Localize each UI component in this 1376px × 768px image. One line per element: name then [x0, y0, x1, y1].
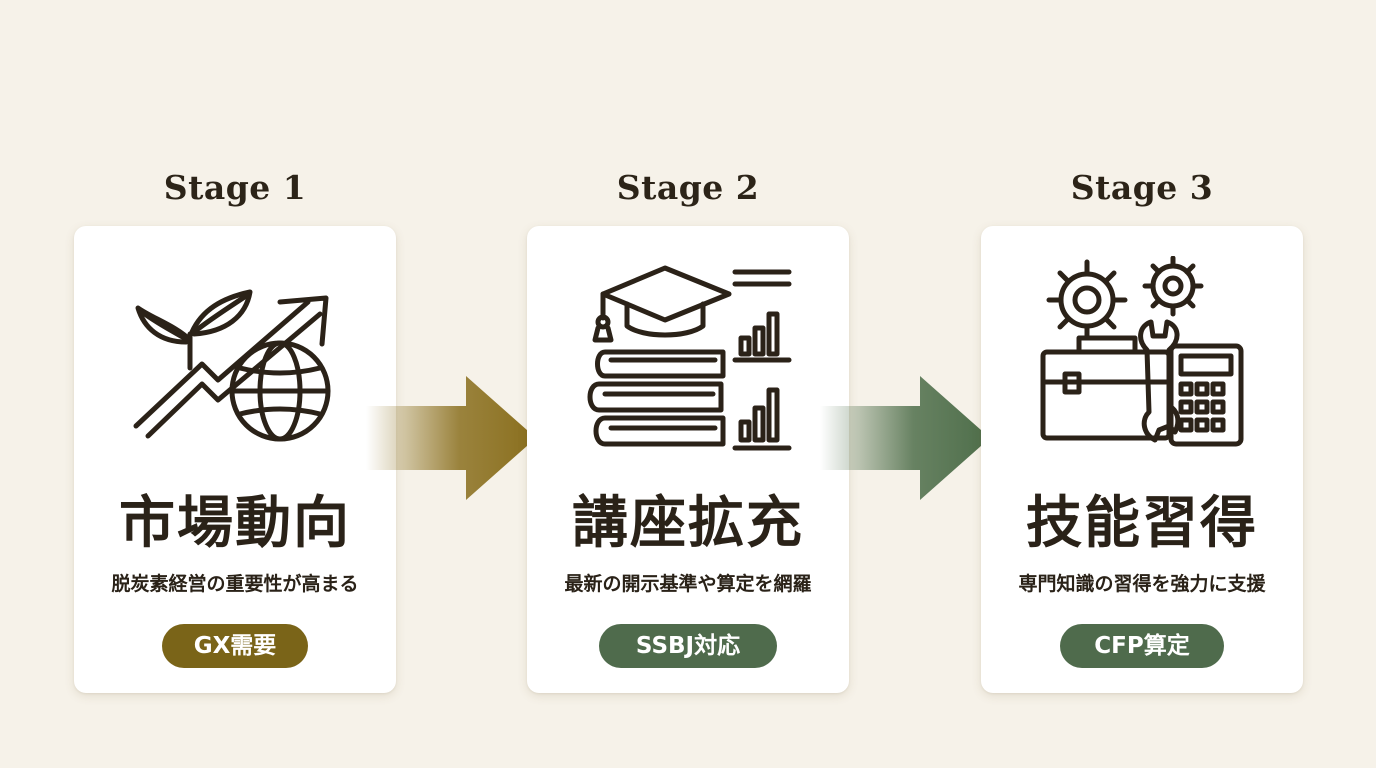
- stage-1-description: 脱炭素経営の重要性が高まる: [111, 573, 359, 595]
- right-arrow-icon: [366, 376, 536, 500]
- stage-2-badge: SSBJ対応: [599, 624, 777, 668]
- stage-3-description: 専門知識の習得を強力に支援: [1018, 573, 1266, 595]
- stage-3-label: Stage 3: [1070, 168, 1214, 207]
- leaf-growth-arrow-globe-icon: [130, 256, 340, 451]
- stage-2-label: Stage 2: [616, 168, 760, 207]
- stage-3-title: 技能習得: [1026, 490, 1258, 556]
- stage-3-badge: CFP算定: [1060, 624, 1224, 668]
- stage-1-card: 市場動向 脱炭素経営の重要性が高まる GX需要: [74, 226, 396, 693]
- stage-2-title: 講座拡充: [572, 490, 804, 556]
- graduation-cap-books-chart-icon: [583, 256, 793, 451]
- stage-3-card: 技能習得 専門知識の習得を強力に支援 CFP算定: [981, 226, 1303, 693]
- stage-1-badge: GX需要: [162, 624, 308, 668]
- stage-1-label: Stage 1: [163, 168, 307, 207]
- stage-1-title: 市場動向: [119, 490, 351, 556]
- stage-2-card: 講座拡充 最新の開示基準や算定を網羅 SSBJ対応: [527, 226, 849, 693]
- stage-2-description: 最新の開示基準や算定を網羅: [564, 573, 812, 595]
- gears-toolbox-calculator-icon: [1037, 256, 1247, 451]
- right-arrow-icon: [820, 376, 990, 500]
